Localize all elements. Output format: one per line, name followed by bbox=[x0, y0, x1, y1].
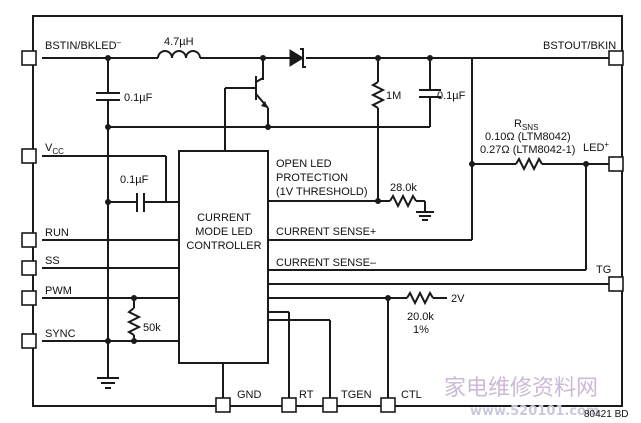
controller-line-3: CONTROLLER bbox=[186, 240, 261, 252]
module-outline bbox=[32, 15, 623, 407]
label-rsns-val2: 0.27Ω (LTM8042-1) bbox=[480, 144, 575, 156]
label-cap-out: 0.1µF bbox=[437, 90, 466, 102]
label-gnd: GND bbox=[237, 389, 262, 401]
label-rsns-sub: SNS bbox=[522, 123, 538, 132]
inductor-symbol bbox=[157, 50, 201, 59]
junction-dots bbox=[105, 55, 589, 344]
label-bstout: BSTOUT/BKIN bbox=[543, 40, 616, 52]
pin-vcc bbox=[21, 148, 37, 164]
pin-led bbox=[608, 156, 624, 172]
transistor-emitter-arrow bbox=[261, 101, 268, 108]
label-ss: SS bbox=[45, 255, 60, 267]
label-open-led-1: OPEN LED bbox=[276, 158, 332, 170]
label-cap-vcc: 0.1µF bbox=[120, 174, 149, 186]
label-inductor: 4.7µH bbox=[164, 36, 194, 48]
resistor-50k-symbol bbox=[126, 307, 142, 336]
label-led: LED+ bbox=[583, 140, 609, 154]
pin-tg bbox=[608, 276, 624, 292]
label-sense-plus: CURRENT SENSE+ bbox=[276, 226, 376, 238]
label-rt: RT bbox=[299, 389, 314, 401]
label-r-28k: 28.0k bbox=[390, 182, 417, 194]
pin-ss bbox=[21, 260, 37, 276]
resistor-20k-symbol bbox=[406, 290, 434, 306]
pin-sync bbox=[21, 333, 37, 349]
label-r-50k: 50k bbox=[143, 322, 161, 334]
controller-line-2: MODE LED bbox=[195, 226, 253, 238]
controller-line-1: CURRENT bbox=[197, 212, 251, 224]
pin-gnd bbox=[215, 397, 231, 413]
label-ctl: CTL bbox=[401, 389, 422, 401]
pin-run bbox=[21, 232, 37, 248]
figure-code: 80421 BD bbox=[584, 409, 628, 420]
label-vcc-sub: CC bbox=[52, 147, 64, 156]
schottky-diode-bar bbox=[300, 48, 306, 68]
label-bstin-sup: – bbox=[117, 38, 122, 47]
label-2v: 2V bbox=[451, 293, 465, 305]
watermark-cn: 家电维修资料网 bbox=[444, 376, 598, 401]
transistor-collector bbox=[255, 77, 264, 83]
label-vcc: VCC bbox=[45, 142, 64, 156]
pin-bstin bbox=[21, 50, 37, 66]
label-tg: TG bbox=[596, 264, 611, 276]
resistor-1m-symbol bbox=[370, 81, 386, 109]
label-led-sup: + bbox=[604, 140, 609, 149]
resistor-rsns-symbol bbox=[515, 156, 543, 172]
label-r-20k: 20.0k bbox=[407, 311, 434, 323]
label-sense-minus: CURRENT SENSE– bbox=[276, 257, 377, 269]
watermark-url: www.520101.com bbox=[470, 404, 600, 419]
pin-pwm bbox=[21, 290, 37, 306]
pin-ctl bbox=[380, 397, 396, 413]
label-r-1m: 1M bbox=[386, 90, 401, 102]
label-tgen: TGEN bbox=[341, 389, 372, 401]
label-rsns: RSNS bbox=[514, 118, 538, 132]
label-sync: SYNC bbox=[45, 328, 76, 340]
label-rsns-val1: 0.10Ω (LTM8042) bbox=[485, 131, 571, 143]
label-pwm: PWM bbox=[45, 285, 72, 297]
label-bstin: BSTIN/BKLED– bbox=[45, 38, 122, 52]
schottky-diode-symbol bbox=[289, 49, 304, 67]
resistor-28k-symbol bbox=[389, 193, 417, 209]
pin-bstout bbox=[608, 50, 624, 66]
label-run: RUN bbox=[45, 227, 69, 239]
label-open-led-3: (1V THRESHOLD) bbox=[276, 186, 367, 198]
label-cap-in: 0.1µF bbox=[124, 92, 153, 104]
label-open-led-2: PROTECTION bbox=[276, 172, 348, 184]
pin-rt bbox=[281, 397, 297, 413]
pin-tgen bbox=[322, 397, 338, 413]
controller-block bbox=[178, 150, 269, 364]
label-r-20k-tol: 1% bbox=[413, 324, 429, 336]
